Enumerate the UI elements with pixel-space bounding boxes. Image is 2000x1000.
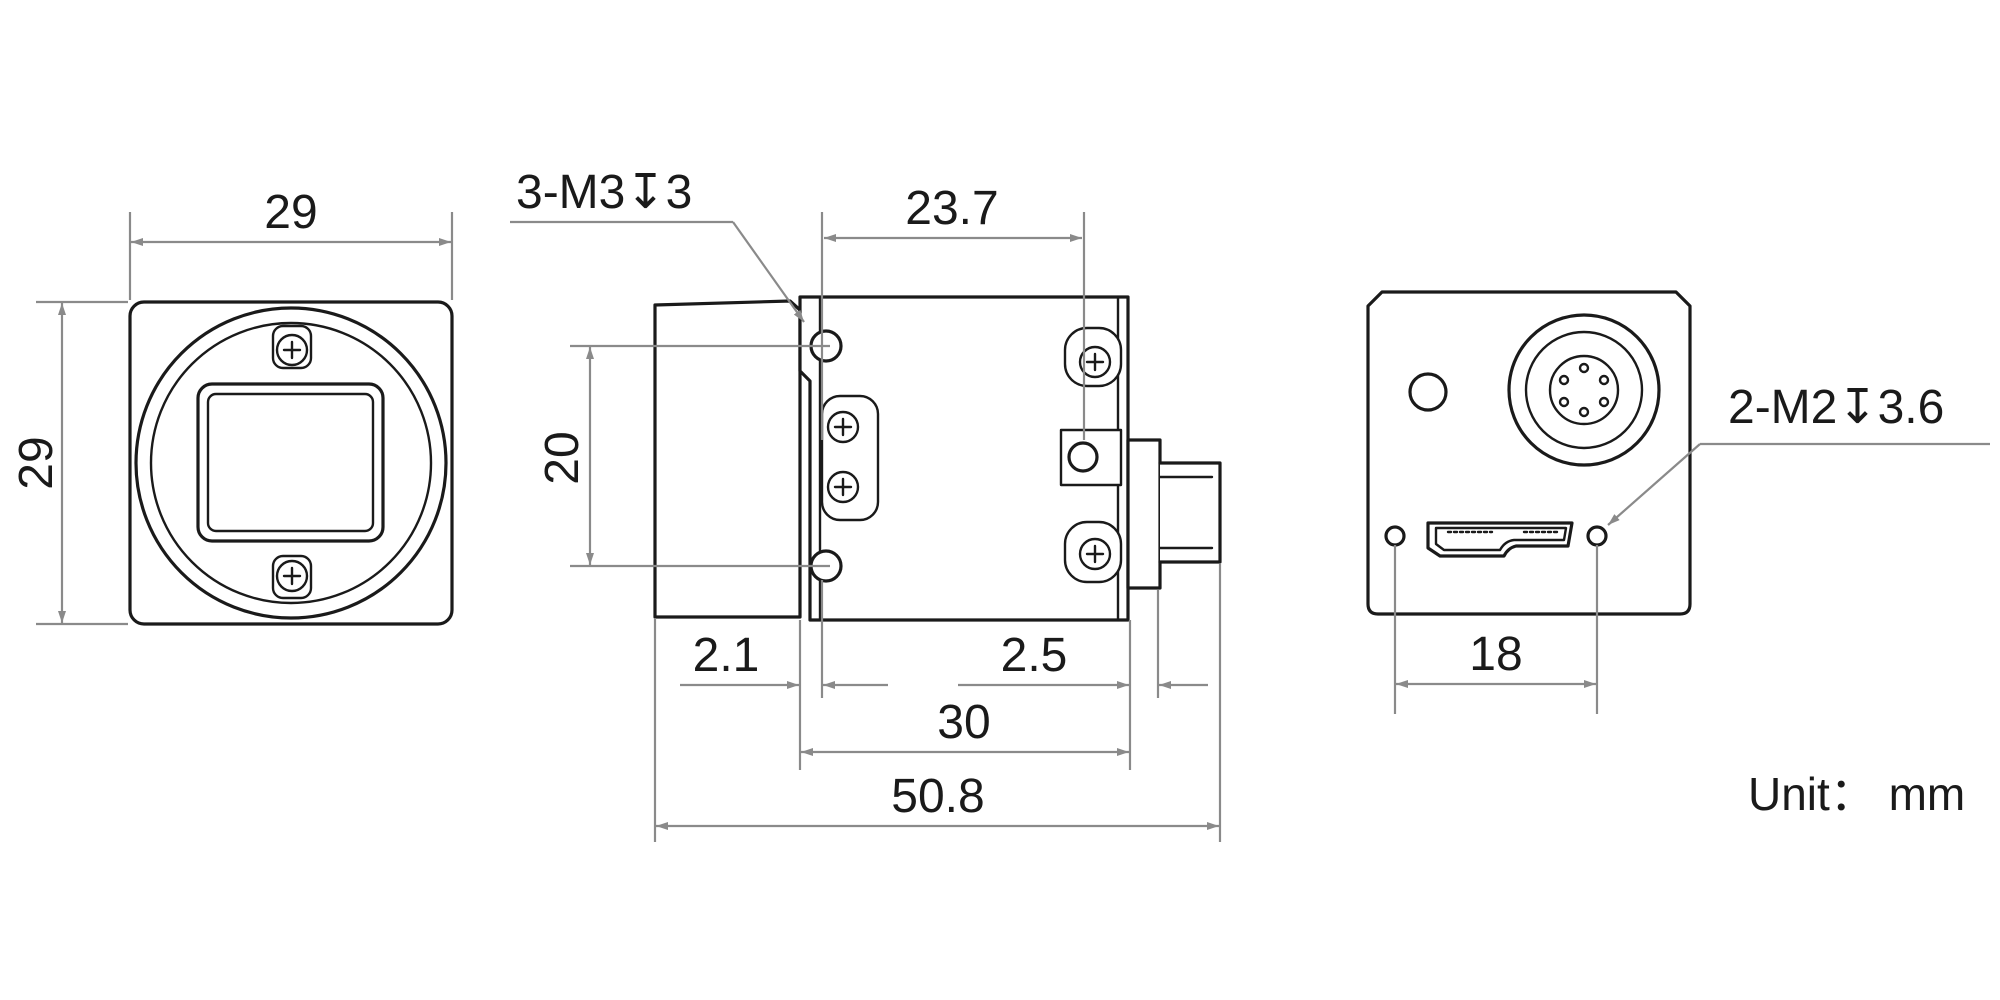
mount-hole-callout: 3-M3↧3	[516, 166, 692, 219]
top-screw-icon	[275, 333, 309, 367]
usb-port-outer	[1426, 521, 1574, 558]
lens-mount-side	[653, 299, 802, 619]
body-length-label: 30	[937, 696, 990, 749]
hole-spacing-label: 23.7	[905, 182, 998, 235]
io-pin-6	[1558, 374, 1570, 386]
vertical-hole-label: 20	[536, 431, 589, 484]
rear-mount-hole-left	[1384, 525, 1406, 547]
total-length-label: 50.8	[891, 770, 984, 823]
lens-mount-inner-ring	[149, 321, 433, 605]
side-body-outline	[798, 295, 1130, 622]
side-rear-hole	[1067, 441, 1099, 473]
rear-connector-flange	[1126, 438, 1162, 590]
rear-offset-label: 2.5	[1001, 629, 1068, 682]
unit-label: Unit： mm	[1748, 768, 1965, 820]
io-pin-1	[1578, 362, 1590, 374]
rear-spacing-label: 18	[1469, 628, 1522, 681]
io-connector-outer	[1507, 313, 1661, 467]
sensor-window-inner	[206, 392, 375, 533]
rear-status-led-hole	[1408, 372, 1448, 412]
io-pin-2	[1598, 374, 1610, 386]
front-offset-label: 2.1	[693, 629, 760, 682]
rear-connector-body	[1158, 461, 1222, 564]
front-view: 29 29	[10, 186, 454, 626]
io-connector-inner	[1548, 354, 1620, 426]
rear-body-outline	[1366, 290, 1692, 616]
io-pin-3	[1598, 396, 1610, 408]
left-screw-upper-icon	[826, 410, 860, 444]
front-width-label: 29	[264, 186, 317, 239]
io-connector-ring	[1524, 330, 1644, 450]
rear-callout-leader	[1607, 443, 1701, 526]
front-height-label: 29	[10, 436, 63, 489]
mount-callout-leader	[732, 221, 805, 323]
front-body-outline	[128, 300, 454, 626]
io-pin-4	[1578, 406, 1590, 418]
sensor-window-outer	[196, 382, 385, 543]
left-screw-lower-icon	[826, 470, 860, 504]
lens-mount-outer-ring	[134, 306, 448, 620]
side-view: 3-M3↧3 23.7 20 2.1 2.5 30 50.8	[510, 166, 1222, 842]
bottom-screw-icon	[275, 559, 309, 593]
rear-hole-callout: 2-M2↧3.6	[1728, 381, 1944, 434]
usb-port-inner	[1434, 526, 1568, 552]
rear-mount-hole-right	[1586, 525, 1608, 547]
rear-view: 2-M2↧3.6 18	[1366, 290, 1990, 714]
io-pin-5	[1558, 396, 1570, 408]
right-screw-bottom-icon	[1078, 537, 1112, 571]
